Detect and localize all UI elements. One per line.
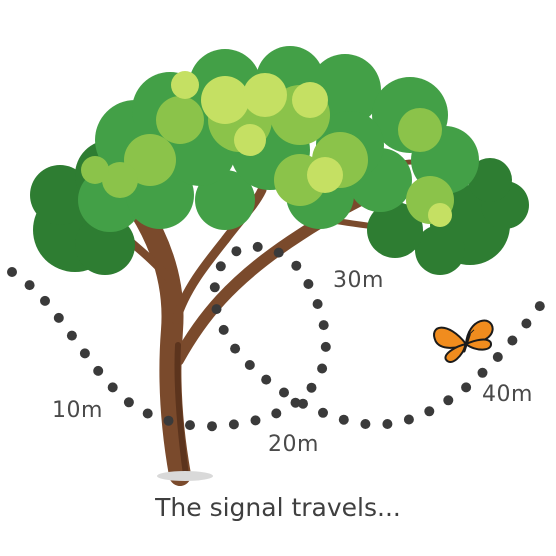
signal-dot (403, 414, 414, 425)
signal-dot (298, 398, 308, 409)
signal-dot (231, 246, 242, 257)
signal-dot (53, 312, 64, 323)
signal-dot (306, 382, 317, 393)
signal-dot (211, 304, 222, 315)
signal-dot (279, 387, 289, 398)
signal-dot (40, 295, 50, 306)
signal-dot (290, 397, 301, 408)
signal-dot (261, 374, 272, 385)
signal-dot (123, 397, 134, 408)
signal-dot (461, 382, 472, 393)
signal-dot (7, 267, 17, 277)
signal-dot (142, 408, 153, 419)
signal-dot (477, 367, 488, 378)
signal-dot (492, 352, 503, 362)
signal-dot (163, 415, 174, 426)
signal-dot (360, 419, 371, 429)
signal-dot (24, 280, 35, 291)
signal-dot (338, 414, 349, 425)
distance-label-20m: 20m (268, 432, 319, 457)
tree-ground-shadow (157, 471, 213, 481)
signal-dot (317, 363, 328, 374)
signal-dot (312, 299, 323, 309)
tree-trunk (129, 199, 191, 486)
signal-dot (228, 419, 239, 430)
tree-illustration (30, 46, 529, 486)
signal-dot (318, 320, 329, 331)
signal-dot (534, 301, 545, 312)
caption: The signal travels... (155, 493, 401, 522)
signal-dot (185, 420, 195, 431)
signal-dot (252, 241, 263, 252)
tree-trunk-shadow (174, 342, 189, 478)
signal-dot (230, 343, 241, 354)
signal-dot (244, 360, 255, 370)
signal-dot (318, 407, 328, 418)
signal-dot (291, 260, 302, 271)
signal-dot (66, 330, 77, 341)
signal-dot (521, 318, 532, 329)
signal-dot (273, 247, 284, 258)
signal-dot (215, 261, 226, 272)
signal-dot (424, 406, 435, 417)
signal-dots (7, 241, 545, 432)
signal-dot (382, 419, 393, 429)
distance-label-10m: 10m (52, 398, 103, 423)
signal-dot (93, 365, 104, 376)
signal-dot (507, 335, 518, 346)
signal-dot (271, 408, 282, 419)
signal-dot (209, 282, 220, 293)
tree-canopy (30, 46, 529, 275)
signal-dot (443, 395, 454, 406)
butterfly-icon (433, 319, 494, 364)
signal-dot (320, 341, 331, 352)
signal-dot (303, 279, 314, 289)
distance-label-30m: 30m (333, 268, 384, 293)
distance-label-40m: 40m (482, 382, 533, 407)
signal-dot (79, 348, 90, 359)
signal-dot (250, 415, 261, 426)
signal-dot (107, 382, 118, 393)
signal-dot (218, 324, 229, 335)
signal-dot (207, 421, 217, 432)
